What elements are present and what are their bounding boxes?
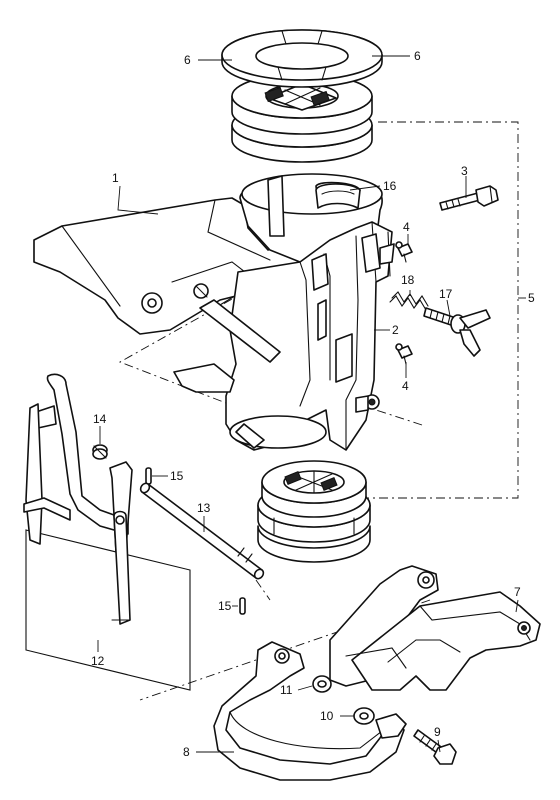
grease-nipple-lower — [395, 343, 413, 365]
spring — [389, 291, 429, 311]
bolt — [439, 185, 499, 211]
tilt-lever-clip — [92, 444, 108, 460]
tilt-lever — [23, 373, 191, 691]
callout-8: 8 — [183, 745, 190, 759]
callout-4-lower: 4 — [402, 379, 409, 393]
cotter-pin-upper — [145, 467, 152, 485]
upper-mount-rubber — [221, 29, 383, 163]
callout-labels: 6 6 1 16 3 4 18 17 5 2 4 14 15 13 15 7 1… — [91, 49, 535, 759]
bushing-11 — [312, 675, 332, 693]
callout-11: 11 — [280, 683, 293, 697]
bushing-10 — [353, 707, 375, 725]
callout-9: 9 — [434, 725, 441, 739]
callout-10: 10 — [320, 709, 334, 723]
callout-5: 5 — [528, 291, 535, 305]
callout-6-left: 6 — [184, 53, 191, 67]
thrust-washer — [315, 183, 361, 209]
callout-13: 13 — [197, 501, 211, 515]
callout-12: 12 — [91, 654, 105, 668]
callout-2: 2 — [392, 323, 399, 337]
callout-1: 1 — [112, 171, 119, 185]
leader-lines — [97, 55, 526, 753]
lower-mount-rubber — [257, 460, 371, 563]
stern-bracket-right — [329, 565, 541, 691]
callout-15-upper: 15 — [170, 469, 184, 483]
stern-bracket-left — [213, 641, 407, 781]
tilt-rod — [139, 482, 265, 580]
callout-3: 3 — [461, 164, 468, 178]
callout-6-right: 6 — [414, 49, 421, 63]
wing-bolt — [423, 307, 491, 357]
callout-16: 16 — [383, 179, 397, 193]
callout-18: 18 — [401, 273, 415, 287]
callout-17: 17 — [439, 287, 453, 301]
cotter-pin-lower — [239, 597, 246, 615]
callout-4-upper: 4 — [403, 220, 410, 234]
callout-14: 14 — [93, 412, 107, 426]
callout-7: 7 — [514, 585, 521, 599]
grease-nipple-upper — [395, 241, 413, 263]
callout-15-lower: 15 — [218, 599, 232, 613]
swivel-case — [173, 221, 395, 451]
